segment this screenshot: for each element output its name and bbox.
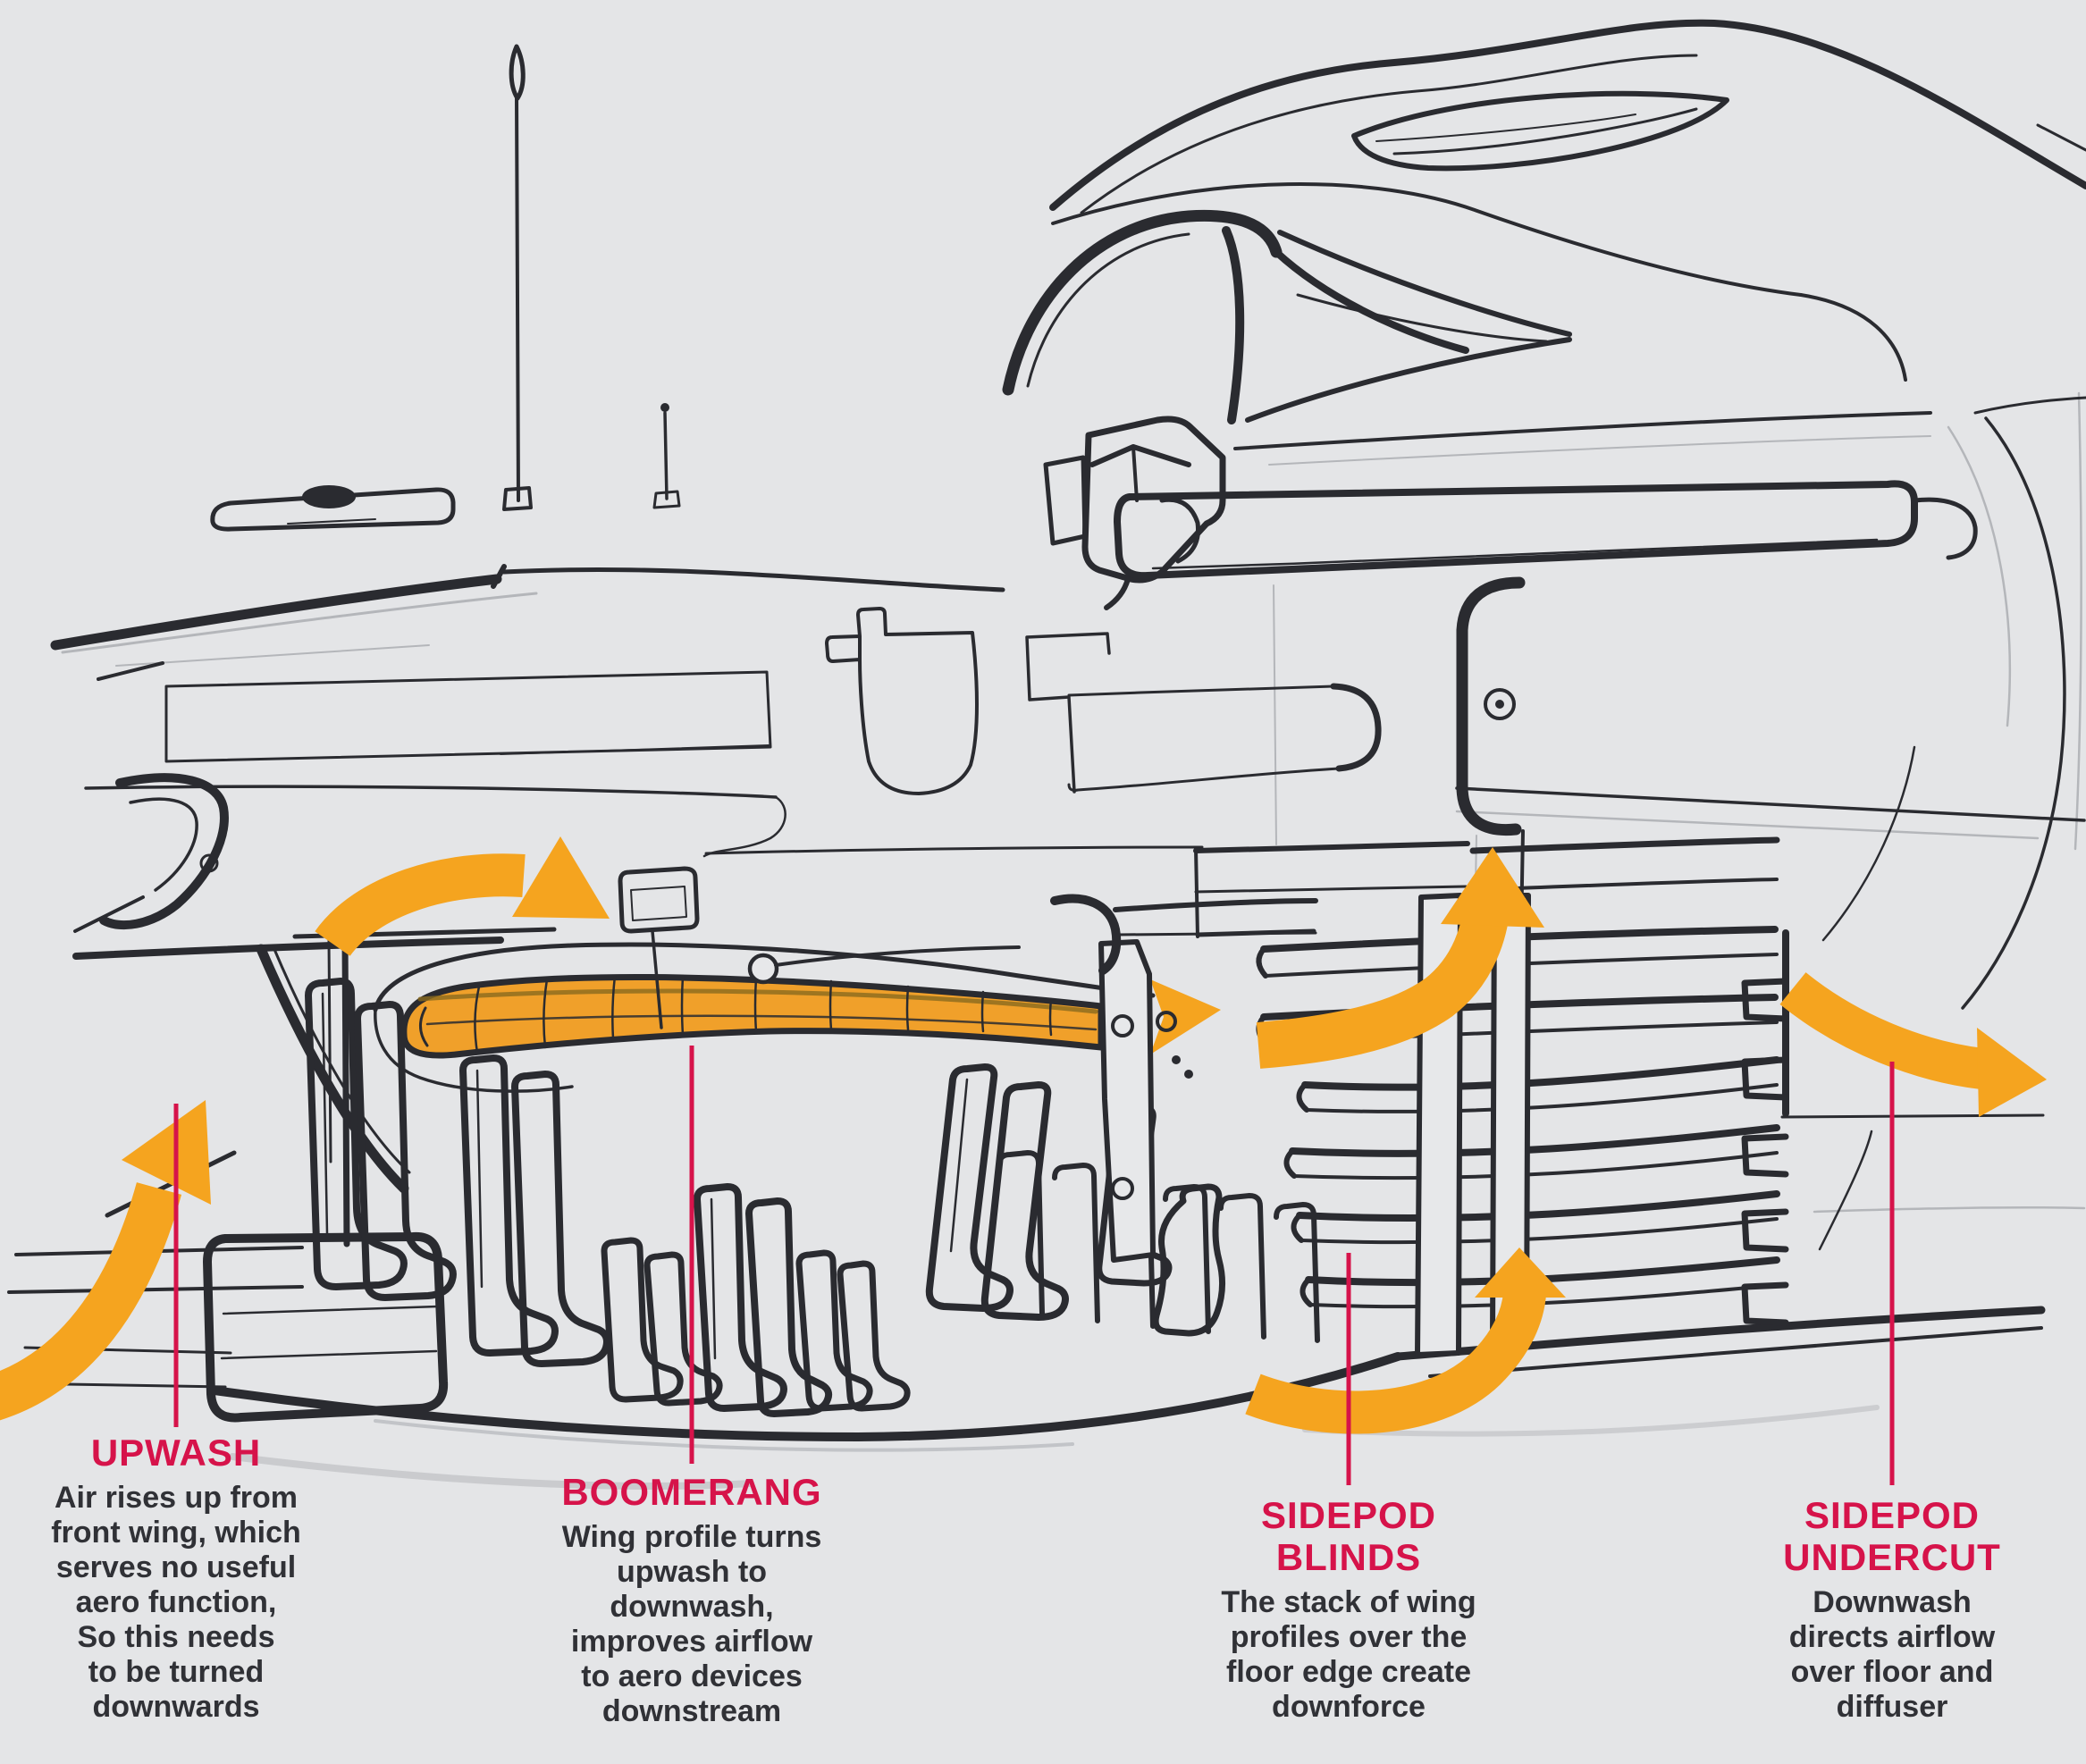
callout-boomerang-body: Wing profile turns upwash to downwash, i… xyxy=(561,1520,822,1728)
callout-boomerang: BOOMERANG Wing profile turns upwash to d… xyxy=(504,1471,879,1729)
pencil-underlay xyxy=(61,391,2086,1490)
callout-sidepod-blinds-title: SIDEPOD BLINDS xyxy=(1260,1494,1437,1578)
sidepod-blinds-flow-arrow xyxy=(1245,1247,1566,1434)
callout-upwash-title: UPWASH xyxy=(90,1432,262,1474)
bargeboard-flow-arrow xyxy=(315,836,610,957)
callout-lines xyxy=(173,1046,1895,1485)
callout-upwash: UPWASH Air rises up from front wing, whi… xyxy=(0,1432,364,1725)
callout-sidepod-undercut: SIDEPOD UNDERCUT Downwash directs airflo… xyxy=(1704,1494,2080,1725)
callout-sidepod-undercut-title: SIDEPOD UNDERCUT xyxy=(1783,1494,2001,1578)
car-body-sketch xyxy=(50,19,2086,1251)
boomerang-bracket-plate xyxy=(1050,894,1318,1263)
callout-sidepod-blinds: SIDEPOD BLINDS The stack of wing profile… xyxy=(1161,1494,1536,1725)
boomerang-wing xyxy=(373,866,1156,1093)
callout-sidepod-undercut-body: Downwash directs airflow over floor and … xyxy=(1788,1585,1996,1724)
callout-upwash-body: Air rises up from front wing, which serv… xyxy=(51,1481,301,1724)
callout-boomerang-title: BOOMERANG xyxy=(561,1471,822,1513)
upwash-flow-arrow xyxy=(0,1100,211,1421)
boomerang-downwash-arrow xyxy=(1150,847,1544,1069)
flow-arrows xyxy=(0,836,2047,1434)
callout-sidepod-blinds-body: The stack of wing profiles over the floo… xyxy=(1221,1585,1476,1724)
sidepod-blinds-sketch xyxy=(1193,836,1789,1357)
sidepod-undercut-flow-arrow xyxy=(1779,972,2047,1117)
